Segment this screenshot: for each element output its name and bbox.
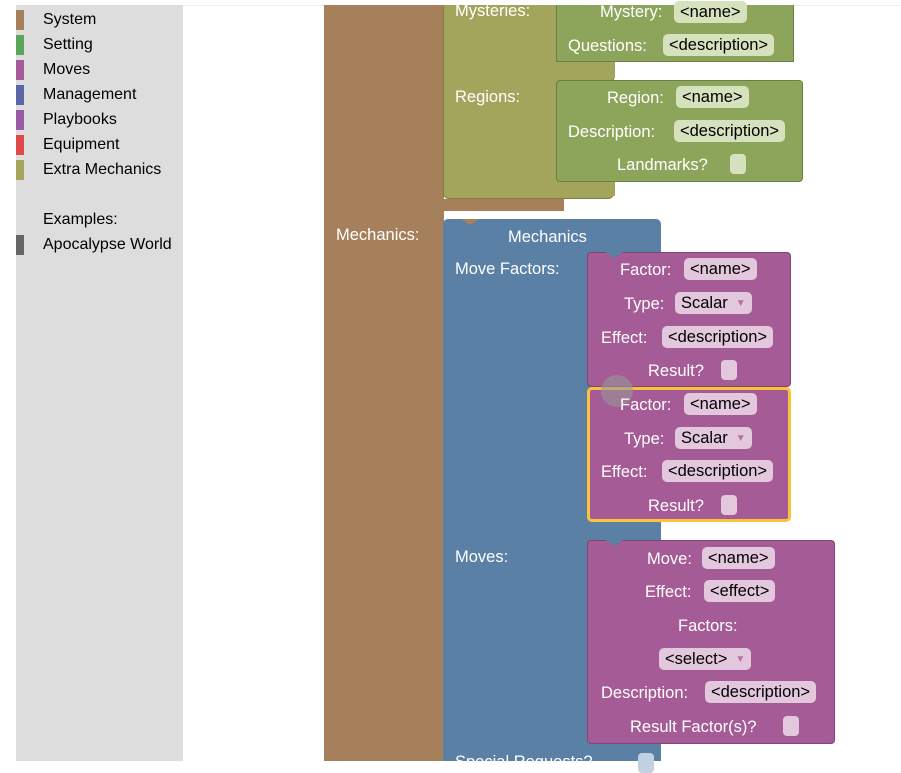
result-checkbox[interactable]: [721, 495, 737, 515]
category-setting[interactable]: Setting: [16, 33, 183, 58]
category-extra-mechanics[interactable]: Extra Mechanics: [16, 158, 183, 183]
mystery-field-label: Mystery:: [600, 3, 663, 21]
drag-cursor-indicator: [601, 375, 633, 407]
effect-field-label: Effect:: [601, 463, 648, 481]
region-description-field[interactable]: <description>: [674, 120, 786, 142]
category-color-swatch: [16, 60, 24, 80]
workspace: Mechanics: Mysteries: Regions: Mystery: …: [183, 1, 901, 773]
category-label: Management: [43, 86, 137, 103]
landmarks-checkbox[interactable]: [730, 154, 746, 174]
regions-input-label: Regions:: [455, 88, 521, 106]
mechanics-input-label: Mechanics:: [336, 226, 420, 244]
category-system[interactable]: System: [16, 8, 183, 33]
mechanics-block-title: Mechanics: [508, 228, 587, 246]
factors-select-value: <select>: [665, 650, 728, 668]
category-color-swatch: [16, 35, 24, 55]
move-block-notch: [605, 540, 623, 546]
special-requests-checkbox[interactable]: [638, 753, 654, 773]
move-field-label: Move:: [647, 550, 692, 568]
questions-field-label: Questions:: [568, 37, 647, 55]
result-checkbox[interactable]: [721, 360, 737, 380]
category-equipment[interactable]: Equipment: [16, 133, 183, 158]
factor-name-field[interactable]: <name>: [684, 393, 757, 415]
type-field-label: Type:: [624, 295, 665, 313]
region-field-label: Region:: [607, 89, 664, 107]
category-playbooks[interactable]: Playbooks: [16, 108, 183, 133]
move-description-label: Description:: [601, 684, 689, 702]
effect-description-field[interactable]: <description>: [662, 460, 774, 482]
region-next-connector: [556, 182, 615, 196]
effect-field-label: Effect:: [601, 329, 648, 347]
category-label: Extra Mechanics: [43, 161, 162, 178]
dropdown-arrow-icon: ▼: [735, 654, 746, 665]
examples-heading: Examples:: [43, 211, 118, 228]
category-management[interactable]: Management: [16, 83, 183, 108]
landmarks-label: Landmarks?: [617, 156, 708, 174]
factor-field-label: Factor:: [620, 396, 672, 414]
mystery-name-field[interactable]: <name>: [674, 1, 747, 23]
category-label: Moves: [43, 61, 91, 78]
category-label: Playbooks: [43, 111, 117, 128]
result-factors-checkbox[interactable]: [783, 716, 799, 736]
type-dropdown[interactable]: Scalar ▼: [675, 427, 752, 449]
effect-description-field[interactable]: <description>: [662, 326, 774, 348]
region-name-field[interactable]: <name>: [676, 86, 749, 108]
move-effect-label: Effect:: [645, 583, 692, 601]
category-label: Apocalypse World: [43, 236, 172, 253]
category-moves[interactable]: Moves: [16, 58, 183, 83]
result-field-label: Result?: [648, 362, 704, 380]
result-field-label: Result?: [648, 497, 704, 515]
type-dropdown-value: Scalar: [681, 429, 728, 447]
region-description-label: Description:: [568, 123, 656, 141]
category-color-swatch: [16, 110, 24, 130]
toolbox: System Setting Moves Management Playbook…: [16, 5, 183, 761]
dropdown-arrow-icon: ▼: [735, 433, 746, 444]
mysteries-input-label: Mysteries:: [455, 2, 531, 20]
move-factors-input-label: Move Factors:: [455, 260, 560, 278]
category-color-swatch: [16, 160, 24, 180]
move-block[interactable]: [587, 540, 835, 744]
factor-block-notch: [605, 252, 623, 258]
category-color-swatch: [16, 135, 24, 155]
factors-select-dropdown[interactable]: <select> ▼: [659, 648, 752, 670]
category-label: Setting: [43, 36, 93, 53]
mystery-next-connector: [556, 62, 615, 78]
type-dropdown[interactable]: Scalar ▼: [675, 292, 752, 314]
move-description-field[interactable]: <description>: [705, 681, 817, 703]
move-effect-field[interactable]: <effect>: [704, 580, 776, 602]
moves-input-label: Moves:: [455, 548, 509, 566]
factors-label: Factors:: [678, 617, 738, 635]
setting-block-tail: [443, 199, 564, 211]
type-dropdown-value: Scalar: [681, 294, 728, 312]
system-block[interactable]: [324, 5, 444, 761]
category-label: Equipment: [43, 136, 120, 153]
factor-field-label: Factor:: [620, 261, 672, 279]
move-name-field[interactable]: <name>: [702, 547, 775, 569]
special-requests-label: Special Requests?: [455, 753, 593, 771]
factor-name-field[interactable]: <name>: [684, 258, 757, 280]
type-field-label: Type:: [624, 430, 665, 448]
category-label: System: [43, 11, 97, 28]
category-color-swatch: [16, 235, 24, 255]
factor-next-connector: [587, 522, 661, 536]
mechanics-top-notch: [461, 219, 479, 225]
result-factors-label: Result Factor(s)?: [630, 718, 757, 736]
category-color-swatch: [16, 10, 24, 30]
dropdown-arrow-icon: ▼: [735, 298, 746, 309]
example-apocalypse-world[interactable]: Apocalypse World: [16, 233, 183, 258]
questions-description-field[interactable]: <description>: [663, 34, 775, 56]
category-color-swatch: [16, 85, 24, 105]
